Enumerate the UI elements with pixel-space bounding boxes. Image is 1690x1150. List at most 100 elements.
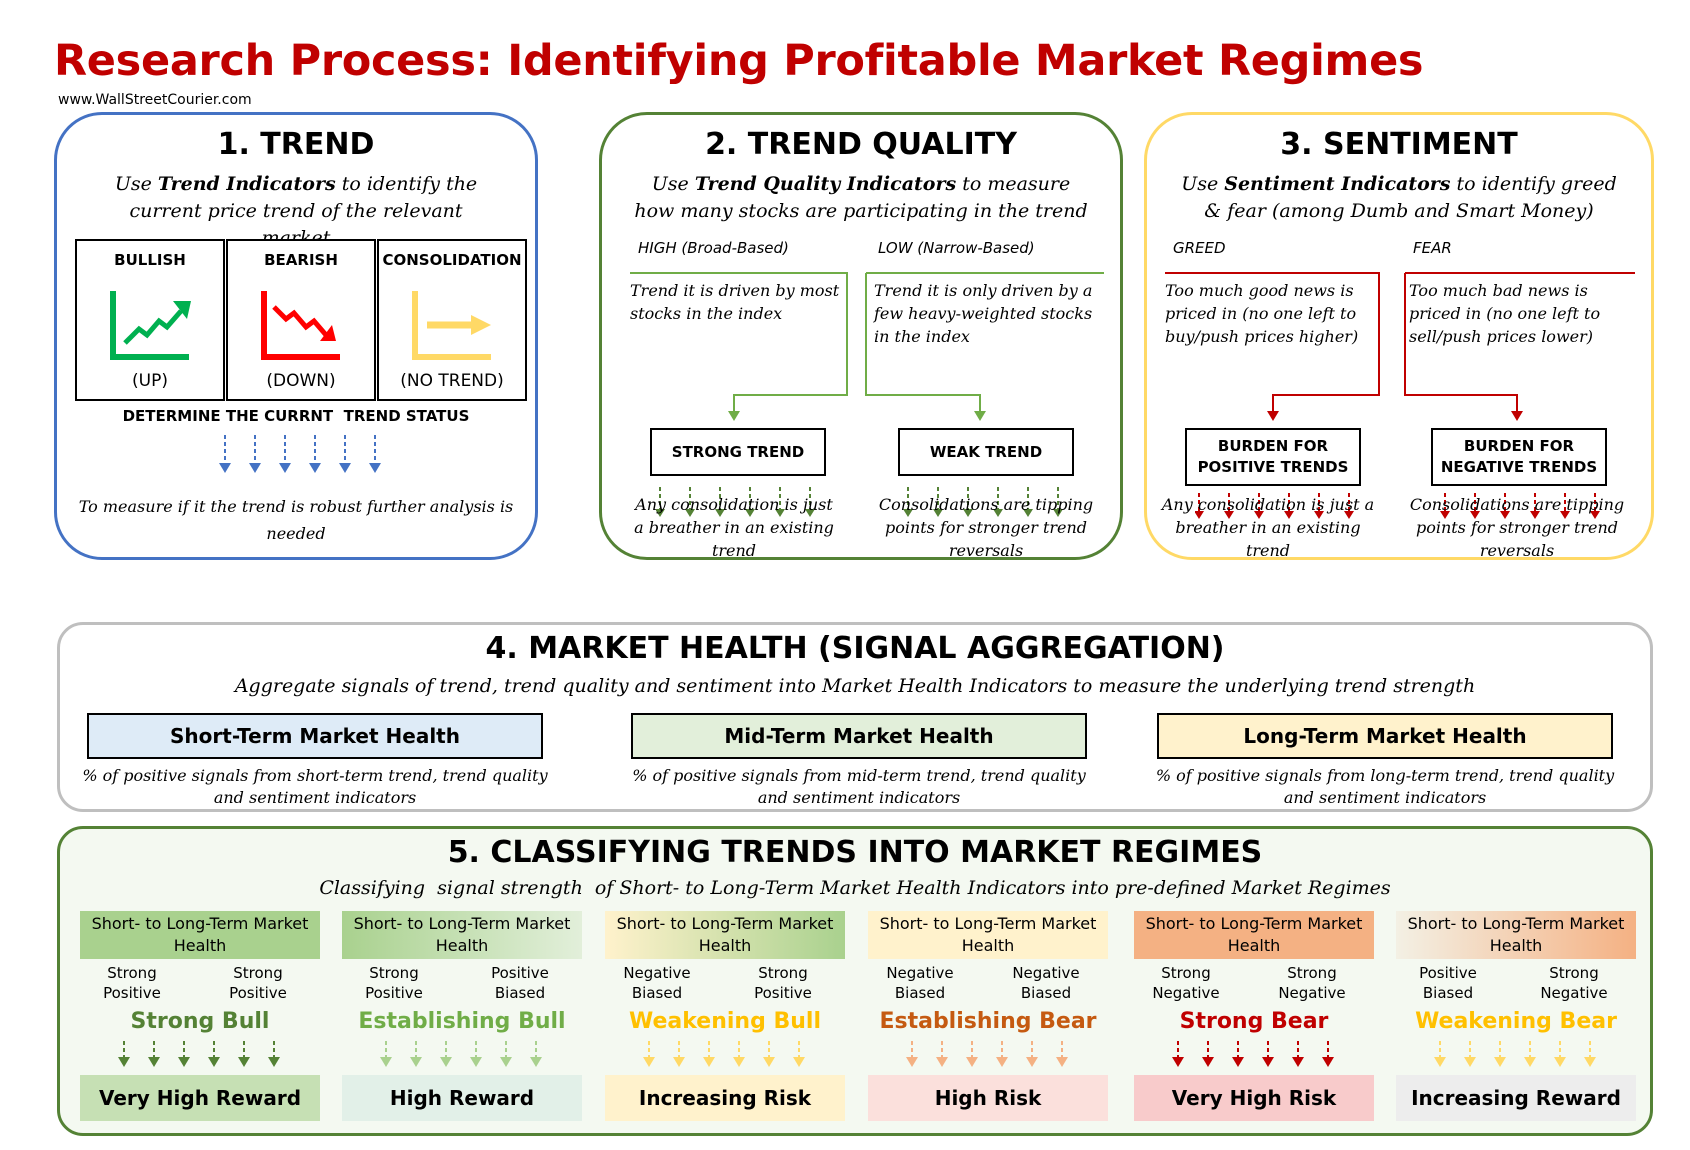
quality-title: 2. TREND QUALITY: [705, 127, 1017, 162]
consolidation-sub: (NO TREND): [400, 371, 504, 391]
regime-arrows: [380, 1041, 542, 1067]
regime-outcome: Very High Risk: [1134, 1075, 1374, 1121]
trend-title: 1. TREND: [217, 127, 375, 162]
greed-text: Too much good news is priced in (no one …: [1165, 281, 1359, 346]
mid-term-note: % of positive signals from mid-term tren…: [632, 766, 1086, 807]
regime-header: Short- to Long-Term Market Health: [80, 911, 320, 959]
positive-burden-note: Any consolidation is just a breather in …: [1161, 495, 1375, 560]
strong-trend-note: Any consolidation is just a breather in …: [634, 495, 834, 560]
regime-header: Short- to Long-Term Market Health: [1396, 911, 1636, 959]
downtrend-chart-icon: [261, 291, 340, 360]
sentiment-title: 3. SENTIMENT: [1280, 127, 1518, 162]
regime-right-signal: Strong Negative: [1278, 964, 1346, 1002]
fear-text: Too much bad news is priced in (no one l…: [1409, 281, 1601, 346]
health-title: 4. MARKET HEALTH (SIGNAL AGGREGATION): [485, 631, 1225, 666]
sideways-chart-icon: [412, 291, 491, 360]
regimes-desc: Classifying signal strength of Short- to…: [319, 877, 1391, 899]
regimes-title: 5. CLASSIFYING TRENDS INTO MARKET REGIME…: [447, 835, 1263, 870]
low-text: Trend it is only driven by a few heavy-w…: [874, 281, 1093, 346]
burden-negative-box: BURDEN FOR NEGATIVE TRENDS: [1431, 428, 1607, 486]
site-url: www.WallStreetCourier.com: [58, 92, 252, 108]
regime-name: Establishing Bear: [879, 1009, 1097, 1034]
regime-arrows: [1172, 1041, 1334, 1067]
long-term-note: % of positive signals from long-term tre…: [1155, 766, 1615, 807]
trend-quality-panel: 2. TREND QUALITY Use Trend Quality Indic…: [599, 112, 1123, 560]
regime-left-signal: Negative Biased: [886, 964, 954, 1002]
sentiment-desc: Use Sentiment Indicators to identify gre…: [1181, 173, 1617, 222]
bullish-sub: (UP): [132, 371, 168, 391]
weak-trend-note: Consolidations are tipping points for st…: [878, 495, 1094, 560]
regime-arrows: [1434, 1041, 1596, 1067]
regime-right-signal: Strong Positive: [229, 964, 287, 1002]
bullish-label: BULLISH: [114, 251, 186, 269]
regime-right-signal: Negative Biased: [1012, 964, 1080, 1002]
regime-left-signal: Negative Biased: [623, 964, 691, 1002]
market-regimes-panel: 5. CLASSIFYING TRENDS INTO MARKET REGIME…: [57, 826, 1653, 1136]
regime-right-signal: Positive Biased: [491, 964, 549, 1002]
bearish-label: BEARISH: [264, 251, 338, 269]
health-desc: Aggregate signals of trend, trend qualit…: [234, 675, 1476, 697]
regime-left-signal: Strong Positive: [365, 964, 423, 1002]
high-text: Trend it is driven by most stocks in the…: [630, 281, 840, 323]
fear-label: FEAR: [1413, 239, 1452, 257]
regime-header: Short- to Long-Term Market Health: [605, 911, 845, 959]
regime-right-signal: Strong Negative: [1540, 964, 1608, 1002]
mid-term-health-bar: Mid-Term Market Health: [631, 713, 1087, 759]
sentiment-panel: 3. SENTIMENT Use Sentiment Indicators to…: [1144, 112, 1654, 560]
trend-arrows: [219, 435, 381, 473]
regime-arrows: [118, 1041, 280, 1067]
high-broad-label: HIGH (Broad-Based): [638, 239, 789, 257]
quality-connectors: [630, 272, 1104, 421]
quality-desc: Use Trend Quality Indicators to measure …: [634, 173, 1088, 222]
regime-name: Establishing Bull: [358, 1009, 566, 1034]
regime-header: Short- to Long-Term Market Health: [1134, 911, 1374, 959]
regime-right-signal: Strong Positive: [754, 964, 812, 1002]
bearish-box: BEARISH (DOWN): [226, 239, 376, 401]
strong-trend-box: STRONG TREND: [650, 428, 826, 476]
regime-arrows: [906, 1041, 1068, 1067]
regime-name: Strong Bear: [1179, 1009, 1329, 1034]
regime-name: Weakening Bull: [629, 1009, 821, 1034]
regime-header: Short- to Long-Term Market Health: [342, 911, 582, 959]
trend-panel: 1. TREND Use Trend Indicators to identif…: [54, 112, 538, 560]
low-narrow-label: LOW (Narrow-Based): [878, 239, 1035, 257]
weak-trend-box: WEAK TREND: [898, 428, 1074, 476]
regime-outcome: Very High Reward: [80, 1075, 320, 1121]
determine-status-label: DETERMINE THE CURRNT TREND STATUS: [122, 407, 470, 425]
regime-left-signal: Strong Positive: [103, 964, 161, 1002]
trend-footer: To measure if it the trend is robust fur…: [78, 497, 514, 543]
page-title: Research Process: Identifying Profitable…: [54, 36, 1424, 86]
regime-header: Short- to Long-Term Market Health: [868, 911, 1108, 959]
consolidation-box: CONSOLIDATION (NO TREND): [377, 239, 527, 401]
regime-arrows: [643, 1041, 805, 1067]
burden-positive-box: BURDEN FOR POSITIVE TRENDS: [1185, 428, 1361, 486]
sentiment-arrows: [1195, 493, 1600, 519]
greed-label: GREED: [1173, 239, 1226, 257]
regime-outcome: High Reward: [342, 1075, 582, 1121]
short-term-note: % of positive signals from short-term tr…: [82, 766, 548, 807]
negative-burden-note: Consolidations are tipping points for st…: [1409, 495, 1625, 560]
long-term-health-bar: Long-Term Market Health: [1157, 713, 1613, 759]
quality-arrows: [656, 487, 1063, 517]
consolidation-label: CONSOLIDATION: [382, 251, 522, 269]
market-health-panel: 4. MARKET HEALTH (SIGNAL AGGREGATION) Ag…: [57, 622, 1653, 812]
bullish-box: BULLISH (UP): [75, 239, 225, 401]
uptrend-chart-icon: [110, 291, 191, 360]
regime-outcome: Increasing Risk: [605, 1075, 845, 1121]
regime-outcome: High Risk: [868, 1075, 1108, 1121]
trend-desc: Use Trend Indicators to identify the cur…: [114, 173, 478, 249]
regime-outcome: Increasing Reward: [1396, 1075, 1636, 1121]
bearish-sub: (DOWN): [266, 371, 336, 391]
regime-name: Strong Bull: [130, 1009, 270, 1034]
regime-left-signal: Strong Negative: [1152, 964, 1220, 1002]
sentiment-connectors: [1165, 272, 1635, 421]
regime-name: Weakening Bear: [1415, 1009, 1617, 1034]
short-term-health-bar: Short-Term Market Health: [87, 713, 543, 759]
regime-left-signal: Positive Biased: [1419, 964, 1477, 1002]
